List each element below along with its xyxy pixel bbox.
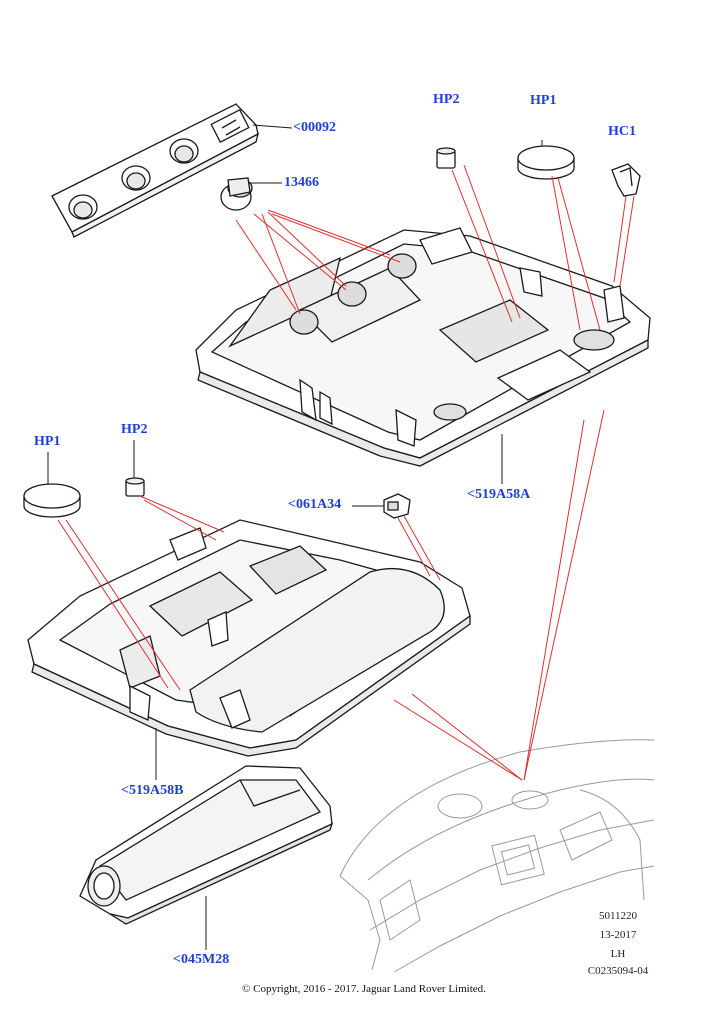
connector-part[interactable] (383, 493, 411, 519)
callout-045M28[interactable]: <045M28 (173, 952, 230, 967)
trim-cover-part[interactable] (79, 765, 334, 925)
leader-lines (57, 164, 635, 781)
hp2-plug-top[interactable] (436, 147, 456, 169)
callout-061A34[interactable]: <061A34 (288, 497, 342, 512)
lower-console-assembly[interactable] (27, 519, 471, 757)
callout-519A58B[interactable]: <519A58B (121, 783, 184, 798)
vehicle-interior-outline (339, 739, 655, 973)
knob-part[interactable] (220, 177, 253, 211)
callout-hp2-top[interactable]: HP2 (433, 92, 460, 107)
illustration-reference: C0235094-04 (587, 965, 649, 977)
callout-hc1[interactable]: HC1 (608, 124, 636, 139)
upper-console-assembly[interactable] (195, 227, 651, 467)
callout-519A58A[interactable]: <519A58A (467, 487, 531, 502)
illustration-side: LH (610, 948, 626, 960)
callout-13466[interactable]: 13466 (284, 175, 319, 190)
hp1-plug-left[interactable] (23, 483, 81, 518)
callout-00092[interactable]: <00092 (293, 120, 336, 135)
hp2-plug-left[interactable] (125, 477, 145, 497)
illustration-code: 5011220 (598, 910, 638, 922)
hc1-clip[interactable] (611, 163, 641, 197)
hp1-plug-top[interactable] (517, 145, 575, 180)
callout-hp1-top[interactable]: HP1 (530, 93, 557, 108)
callout-hp1-left[interactable]: HP1 (34, 434, 61, 449)
switch-panel-part[interactable] (51, 103, 259, 238)
callout-hp2-left[interactable]: HP2 (121, 422, 148, 437)
copyright-notice: © Copyright, 2016 - 2017. Jaguar Land Ro… (242, 983, 486, 995)
illustration-date: 13-2017 (599, 929, 637, 941)
